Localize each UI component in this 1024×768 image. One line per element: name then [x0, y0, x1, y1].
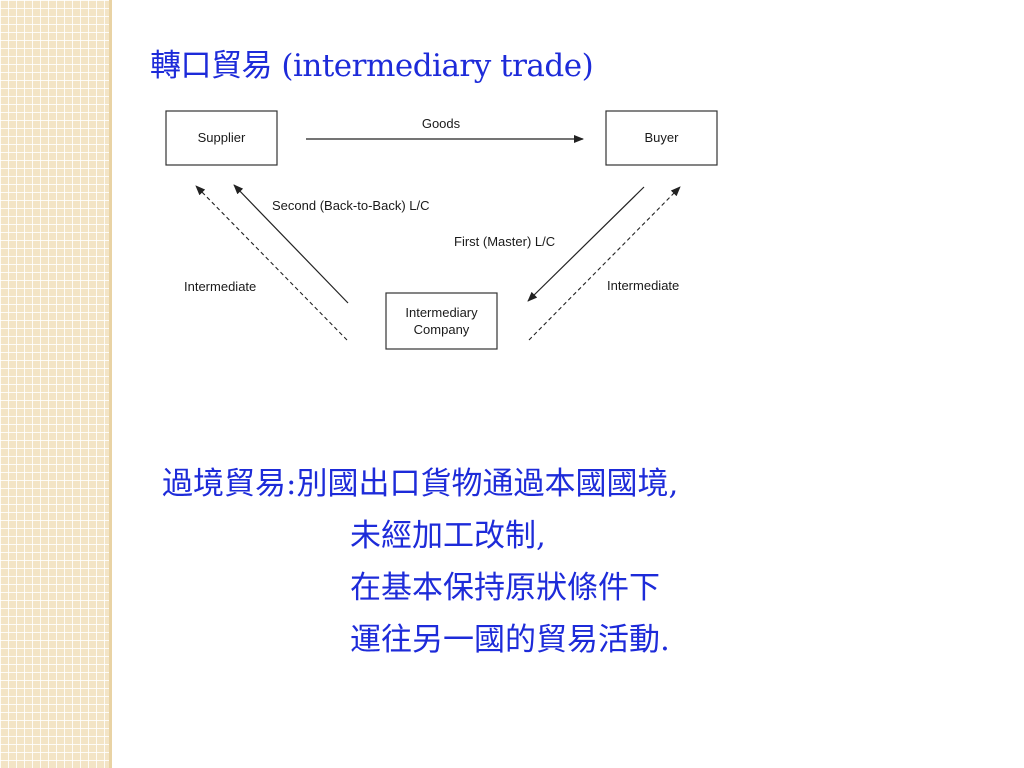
first-lc-label: First (Master) L/C: [454, 234, 555, 249]
intermediary-trade-diagram: Supplier Buyer Intermediary Company Good…: [165, 110, 718, 350]
intermediary-label-line1: Intermediary: [405, 305, 478, 320]
intermediate-left-arrow: [195, 185, 348, 341]
description-line-4: 運往另一國的貿易活動.: [350, 622, 670, 658]
buyer-node: Buyer: [605, 110, 718, 166]
supplier-label: Supplier: [198, 130, 246, 145]
intermediary-company-node: Intermediary Company: [385, 292, 498, 350]
goods-label: Goods: [422, 116, 461, 131]
description-line-1: 過境貿易:別國出口貨物通過本國國境,: [162, 466, 679, 502]
second-lc-label: Second (Back-to-Back) L/C: [272, 198, 430, 213]
intermediate-right-label: Intermediate: [607, 278, 679, 293]
transit-trade-description: 過境貿易:別國出口貨物通過本國國境, 未經加工改制, 在基本保持原狀條件下 運往…: [162, 458, 678, 666]
intermediary-label-line2: Company: [414, 322, 470, 337]
description-line-3: 在基本保持原狀條件下: [350, 570, 660, 606]
buyer-label: Buyer: [645, 130, 680, 145]
description-line-2: 未經加工改制,: [350, 518, 546, 554]
slide-title: 轉口貿易 (intermediary trade): [150, 48, 594, 84]
supplier-node: Supplier: [165, 110, 278, 166]
intermediate-left-label: Intermediate: [184, 279, 256, 294]
second-lc-arrow: [233, 184, 349, 304]
decorative-sidebar: [0, 0, 112, 768]
first-lc-arrow: [527, 186, 645, 302]
intermediate-right-arrow: [528, 186, 681, 341]
